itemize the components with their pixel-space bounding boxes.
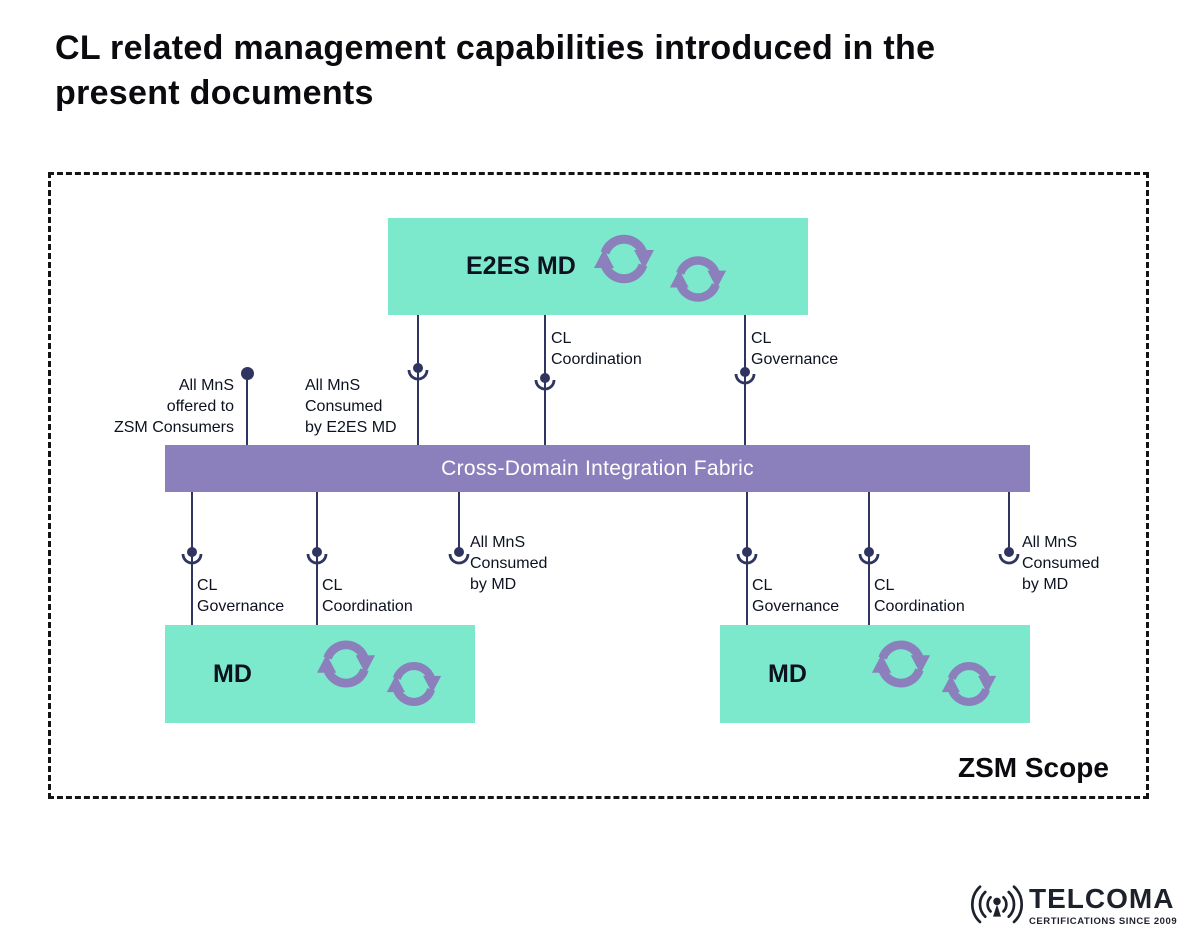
closed-loop-sync-icon: [940, 655, 998, 713]
node-e2es-md-label: E2ES MD: [466, 252, 576, 280]
socket-icon: [407, 361, 429, 381]
connector-mdr-consumed-stub: [1008, 492, 1010, 552]
node-e2es-md: E2ES MD: [388, 218, 808, 315]
socket-icon: [998, 545, 1020, 565]
closed-loop-sync-icon: [870, 633, 932, 695]
socket-icon: [736, 545, 758, 565]
node-md-left-label: MD: [213, 659, 252, 688]
label-all-mns-consumed-e2es: All MnS Consumed by E2ES MD: [305, 377, 397, 436]
connector-mdl-consumed-stub: [458, 492, 460, 552]
closed-loop-sync-icon: [668, 249, 728, 309]
broadcast-signal-icon: [970, 885, 1024, 924]
socket-icon: [306, 545, 328, 565]
label-all-mns-consumed-md-left: All MnS Consumed by MD: [470, 534, 548, 593]
telcoma-logo-text: TELCOMA CERTIFICATIONS SINCE 2009: [1029, 882, 1178, 927]
telcoma-logo-tagline: CERTIFICATIONS SINCE 2009: [1029, 915, 1178, 927]
lollipop-icon: [241, 367, 254, 380]
node-md-left: MD: [165, 625, 475, 723]
connector-e2es-governance-line: [744, 315, 746, 445]
connector-mdl-governance-line: [191, 492, 193, 625]
connector-mdl-coordination-line: [316, 492, 318, 625]
node-md-right: MD: [720, 625, 1030, 723]
node-cross-domain-fabric-label: Cross-Domain Integration Fabric: [441, 456, 754, 480]
label-cl-governance-right: CL Governance: [752, 577, 840, 615]
zsm-scope-boundary: [48, 172, 1149, 799]
telcoma-logo-name: TELCOMA: [1029, 882, 1175, 914]
closed-loop-sync-icon: [592, 227, 656, 291]
socket-icon: [181, 545, 203, 565]
label-all-mns-consumed-md-right: All MnS Consumed by MD: [1022, 534, 1100, 593]
label-cl-governance-top: CL Governance: [751, 330, 839, 368]
socket-icon: [448, 545, 470, 565]
connector-mdr-coordination-line: [868, 492, 870, 625]
socket-icon: [534, 371, 556, 391]
closed-loop-sync-icon: [315, 633, 377, 695]
zsm-scope-label: ZSM Scope: [958, 752, 1109, 783]
label-all-mns-offered: All MnS offered to ZSM Consumers: [113, 377, 234, 436]
page-title: CL related management capabilities intro…: [55, 29, 936, 112]
socket-icon: [858, 545, 880, 565]
label-cl-coordination-left: CL Coordination: [322, 577, 413, 615]
connector-offered-line: [246, 378, 248, 445]
node-cross-domain-fabric: Cross-Domain Integration Fabric: [165, 445, 1030, 492]
telcoma-logo: TELCOMA CERTIFICATIONS SINCE 2009: [970, 882, 1177, 929]
connector-mdr-governance-line: [746, 492, 748, 625]
label-cl-governance-left: CL Governance: [197, 577, 285, 615]
closed-loop-sync-icon: [385, 655, 443, 713]
node-md-right-label: MD: [768, 659, 807, 688]
label-cl-coordination-top: CL Coordination: [551, 330, 642, 368]
label-cl-coordination-right: CL Coordination: [874, 577, 965, 615]
